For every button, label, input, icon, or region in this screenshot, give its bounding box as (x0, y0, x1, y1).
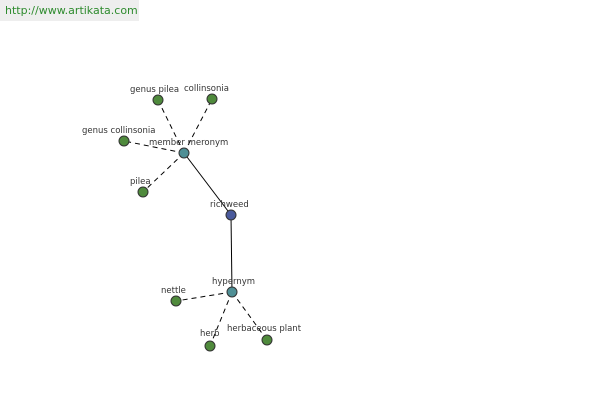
edge-hypernym-nettle (175, 291, 233, 302)
node-hypernym[interactable]: hypernym (212, 277, 255, 298)
node-genus-pilea[interactable]: genus pilea (130, 85, 179, 106)
edge-hypernym-herbaceous-plant (231, 291, 268, 341)
node-hypernym-dot[interactable] (226, 286, 238, 298)
node-herb-dot[interactable] (204, 340, 216, 352)
node-nettle-dot[interactable] (170, 295, 182, 307)
node-collinsonia-label: collinsonia (184, 84, 229, 94)
node-member-meronym[interactable]: member meronym (149, 138, 228, 159)
node-nettle-label: nettle (161, 286, 186, 296)
node-nettle[interactable]: nettle (161, 286, 186, 307)
edge-member-meronym-pilea (142, 152, 185, 193)
node-richweed-label: richweed (210, 200, 249, 210)
node-herbaceous-plant-label: herbaceous plant (227, 324, 302, 334)
node-herb-label: herb (200, 329, 220, 339)
node-pilea-label: pilea (130, 177, 151, 187)
node-collinsonia[interactable]: collinsonia (184, 84, 229, 105)
edge-member-meronym-genus-collinsonia (123, 140, 185, 154)
node-genus-collinsonia[interactable]: genus collinsonia (82, 126, 155, 147)
node-richweed[interactable]: richweed (210, 200, 249, 221)
node-herbaceous-plant[interactable]: herbaceous plant (227, 324, 302, 346)
node-hypernym-label: hypernym (212, 277, 255, 287)
node-genus-pilea-dot[interactable] (152, 94, 164, 106)
node-pilea-dot[interactable] (137, 186, 149, 198)
node-collinsonia-dot[interactable] (206, 93, 218, 105)
edges-layer (123, 98, 268, 347)
edge-hypernym-herb (209, 291, 233, 347)
edge-richweed-hypernym (230, 214, 233, 293)
watermark-bar: http://www.artikata.com (0, 0, 139, 21)
node-member-meronym-label: member meronym (149, 138, 228, 148)
watermark-url[interactable]: http://www.artikata.com (5, 4, 138, 17)
node-herb[interactable]: herb (200, 329, 220, 352)
edge-member-meronym-collinsonia (183, 98, 213, 154)
node-genus-pilea-label: genus pilea (130, 85, 179, 95)
node-richweed-dot[interactable] (225, 209, 237, 221)
node-genus-collinsonia-dot[interactable] (118, 135, 130, 147)
node-genus-collinsonia-label: genus collinsonia (82, 126, 155, 136)
nodes-layer: member meronym hypernym richweed genus p… (82, 84, 302, 352)
node-pilea[interactable]: pilea (130, 177, 151, 198)
node-herbaceous-plant-dot[interactable] (261, 334, 273, 346)
node-member-meronym-dot[interactable] (178, 147, 190, 159)
edge-member-meronym-genus-pilea (157, 99, 185, 154)
edge-richweed-member-meronym (183, 152, 232, 216)
